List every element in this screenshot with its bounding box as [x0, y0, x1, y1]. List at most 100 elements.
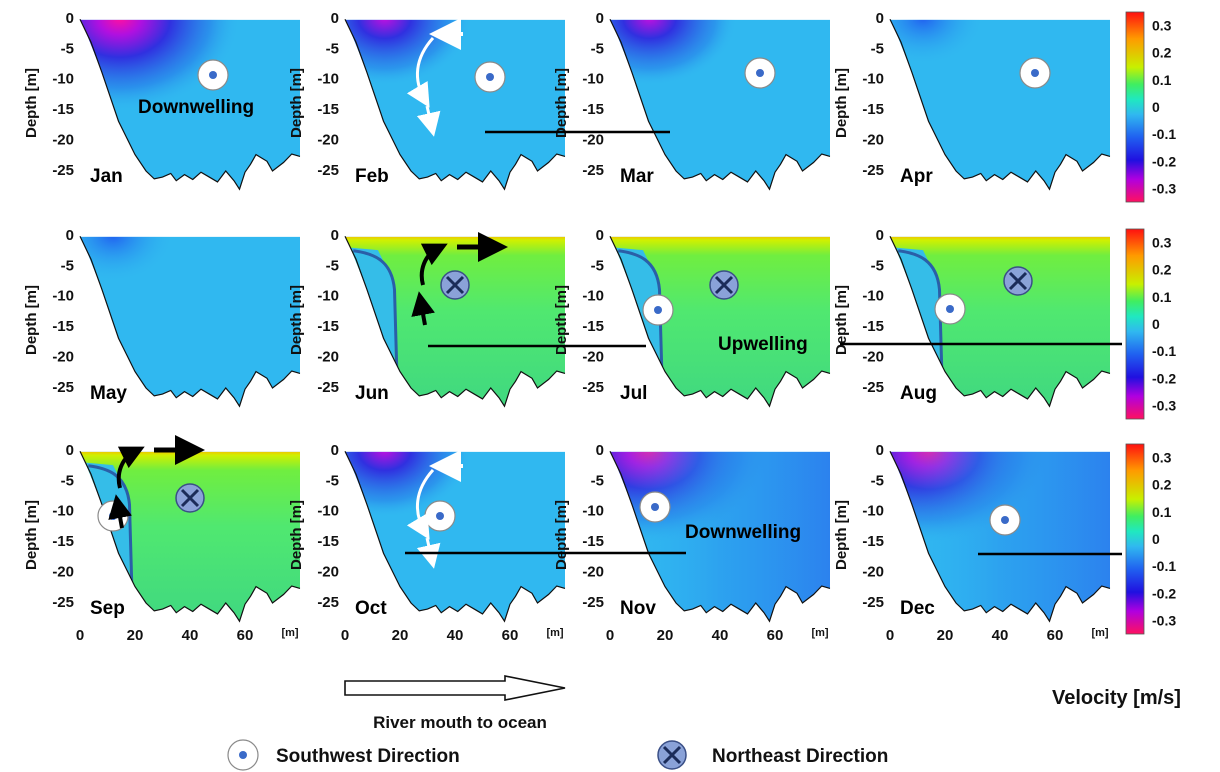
- seabed-line: [79, 18, 301, 191]
- x-unit-label: [m]: [811, 627, 828, 639]
- month-label: May: [90, 383, 127, 404]
- circulation-arrows: [406, 450, 463, 569]
- y-axis-label: Depth [m]: [553, 285, 570, 355]
- colorbar-tick-label: 0: [1152, 316, 1160, 332]
- y-tick-label: -20: [317, 563, 339, 580]
- seabed-line: [609, 235, 831, 408]
- y-tick-label: -10: [52, 503, 74, 520]
- month-label: Mar: [620, 166, 654, 187]
- northeast-direction-icon: [657, 740, 687, 770]
- colorbar-tick-label: 0.2: [1152, 262, 1172, 278]
- northeast-direction-icon: [175, 483, 205, 513]
- colorbar-tick-label: -0.1: [1152, 343, 1176, 359]
- seabed-line: [889, 450, 1111, 623]
- southwest-direction-icon: [642, 294, 674, 326]
- colorbar: 0.30.20.10-0.1-0.2-0.3: [1125, 228, 1176, 420]
- y-tick-label: 0: [66, 442, 74, 459]
- colorbar-tick-label: -0.1: [1152, 126, 1176, 142]
- y-tick-label: -25: [582, 162, 604, 179]
- y-tick-label: -15: [52, 318, 74, 335]
- river-to-ocean-arrow: [344, 675, 566, 701]
- circulation-arrows: [406, 18, 463, 137]
- colorbar-gradient: [1125, 228, 1145, 420]
- x-tick-label: 0: [886, 627, 894, 644]
- x-tick-label: 40: [712, 627, 729, 644]
- y-tick-label: 0: [66, 10, 74, 27]
- x-tick-label: 60: [767, 627, 784, 644]
- colorbar-tick-label: 0.3: [1152, 235, 1172, 251]
- colorbar-tick-label: 0.1: [1152, 504, 1172, 520]
- x-tick-label: 60: [502, 627, 519, 644]
- y-tick-label: -10: [317, 288, 339, 305]
- y-tick-label: -25: [862, 594, 884, 611]
- zero-contour: [353, 249, 399, 387]
- y-tick-label: -10: [862, 503, 884, 520]
- month-label: Feb: [355, 166, 389, 187]
- month-label: Jul: [620, 383, 647, 404]
- colorbar-tick-label: -0.2: [1152, 153, 1176, 169]
- x-unit-label: [m]: [281, 627, 298, 639]
- colorbar-tick-label: 0.1: [1152, 289, 1172, 305]
- colorbar-tick-label: -0.2: [1152, 585, 1176, 601]
- y-axis-label: Depth [m]: [553, 500, 570, 570]
- caption: River mouth to ocean: [373, 713, 547, 732]
- y-tick-label: -10: [582, 503, 604, 520]
- y-tick-label: -10: [52, 71, 74, 88]
- colorbar-title: Velocity [m/s]: [1052, 687, 1181, 709]
- southwest-direction-icon: [989, 504, 1021, 536]
- y-tick-label: -15: [582, 318, 604, 335]
- y-tick-label: -15: [52, 533, 74, 550]
- y-tick-label: -15: [582, 101, 604, 118]
- x-tick-label: 20: [937, 627, 954, 644]
- y-tick-label: -10: [582, 71, 604, 88]
- colorbar-tick-label: 0: [1152, 531, 1160, 547]
- x-tick-label: 40: [992, 627, 1009, 644]
- colorbar-tick-label: 0.2: [1152, 45, 1172, 61]
- y-tick-label: 0: [331, 442, 339, 459]
- southwest-direction-icon: [424, 500, 456, 532]
- y-tick-label: -5: [61, 257, 74, 274]
- y-tick-label: -5: [61, 40, 74, 57]
- y-tick-label: -5: [326, 472, 339, 489]
- colorbar-tick-label: -0.3: [1152, 180, 1176, 196]
- seabed-line: [609, 450, 831, 623]
- seabed-line: [344, 450, 566, 623]
- zero-contour: [618, 249, 664, 387]
- colorbar-tick-label: -0.2: [1152, 370, 1176, 386]
- month-label: Aug: [900, 383, 937, 404]
- x-tick-label: 0: [341, 627, 349, 644]
- seabed-line: [889, 235, 1111, 408]
- southwest-direction-icon: [227, 739, 259, 771]
- month-label: Nov: [620, 598, 656, 619]
- y-tick-label: 0: [596, 10, 604, 27]
- y-tick-label: 0: [331, 10, 339, 27]
- seabed-line: [889, 18, 1111, 191]
- y-tick-label: -5: [61, 472, 74, 489]
- colorbar-tick-label: 0: [1152, 99, 1160, 115]
- month-label: Jan: [90, 166, 123, 187]
- x-tick-label: 40: [182, 627, 199, 644]
- northeast-direction-icon: [440, 270, 470, 300]
- y-tick-label: 0: [876, 227, 884, 244]
- legend-southwest-label: Southwest Direction: [276, 746, 460, 767]
- colorbar-tick-label: 0.3: [1152, 450, 1172, 466]
- southwest-direction-icon: [639, 491, 671, 523]
- x-tick-label: 0: [76, 627, 84, 644]
- y-tick-label: -20: [582, 563, 604, 580]
- y-axis-label: Depth [m]: [23, 68, 40, 138]
- northeast-direction-icon: [1003, 266, 1033, 296]
- y-tick-label: -10: [317, 503, 339, 520]
- y-tick-label: -20: [582, 348, 604, 365]
- y-axis-label: Depth [m]: [833, 285, 850, 355]
- colorbar: 0.30.20.10-0.1-0.2-0.3: [1125, 11, 1176, 203]
- y-tick-label: -20: [862, 131, 884, 148]
- month-label: Dec: [900, 598, 935, 619]
- southwest-direction-icon: [1019, 57, 1051, 89]
